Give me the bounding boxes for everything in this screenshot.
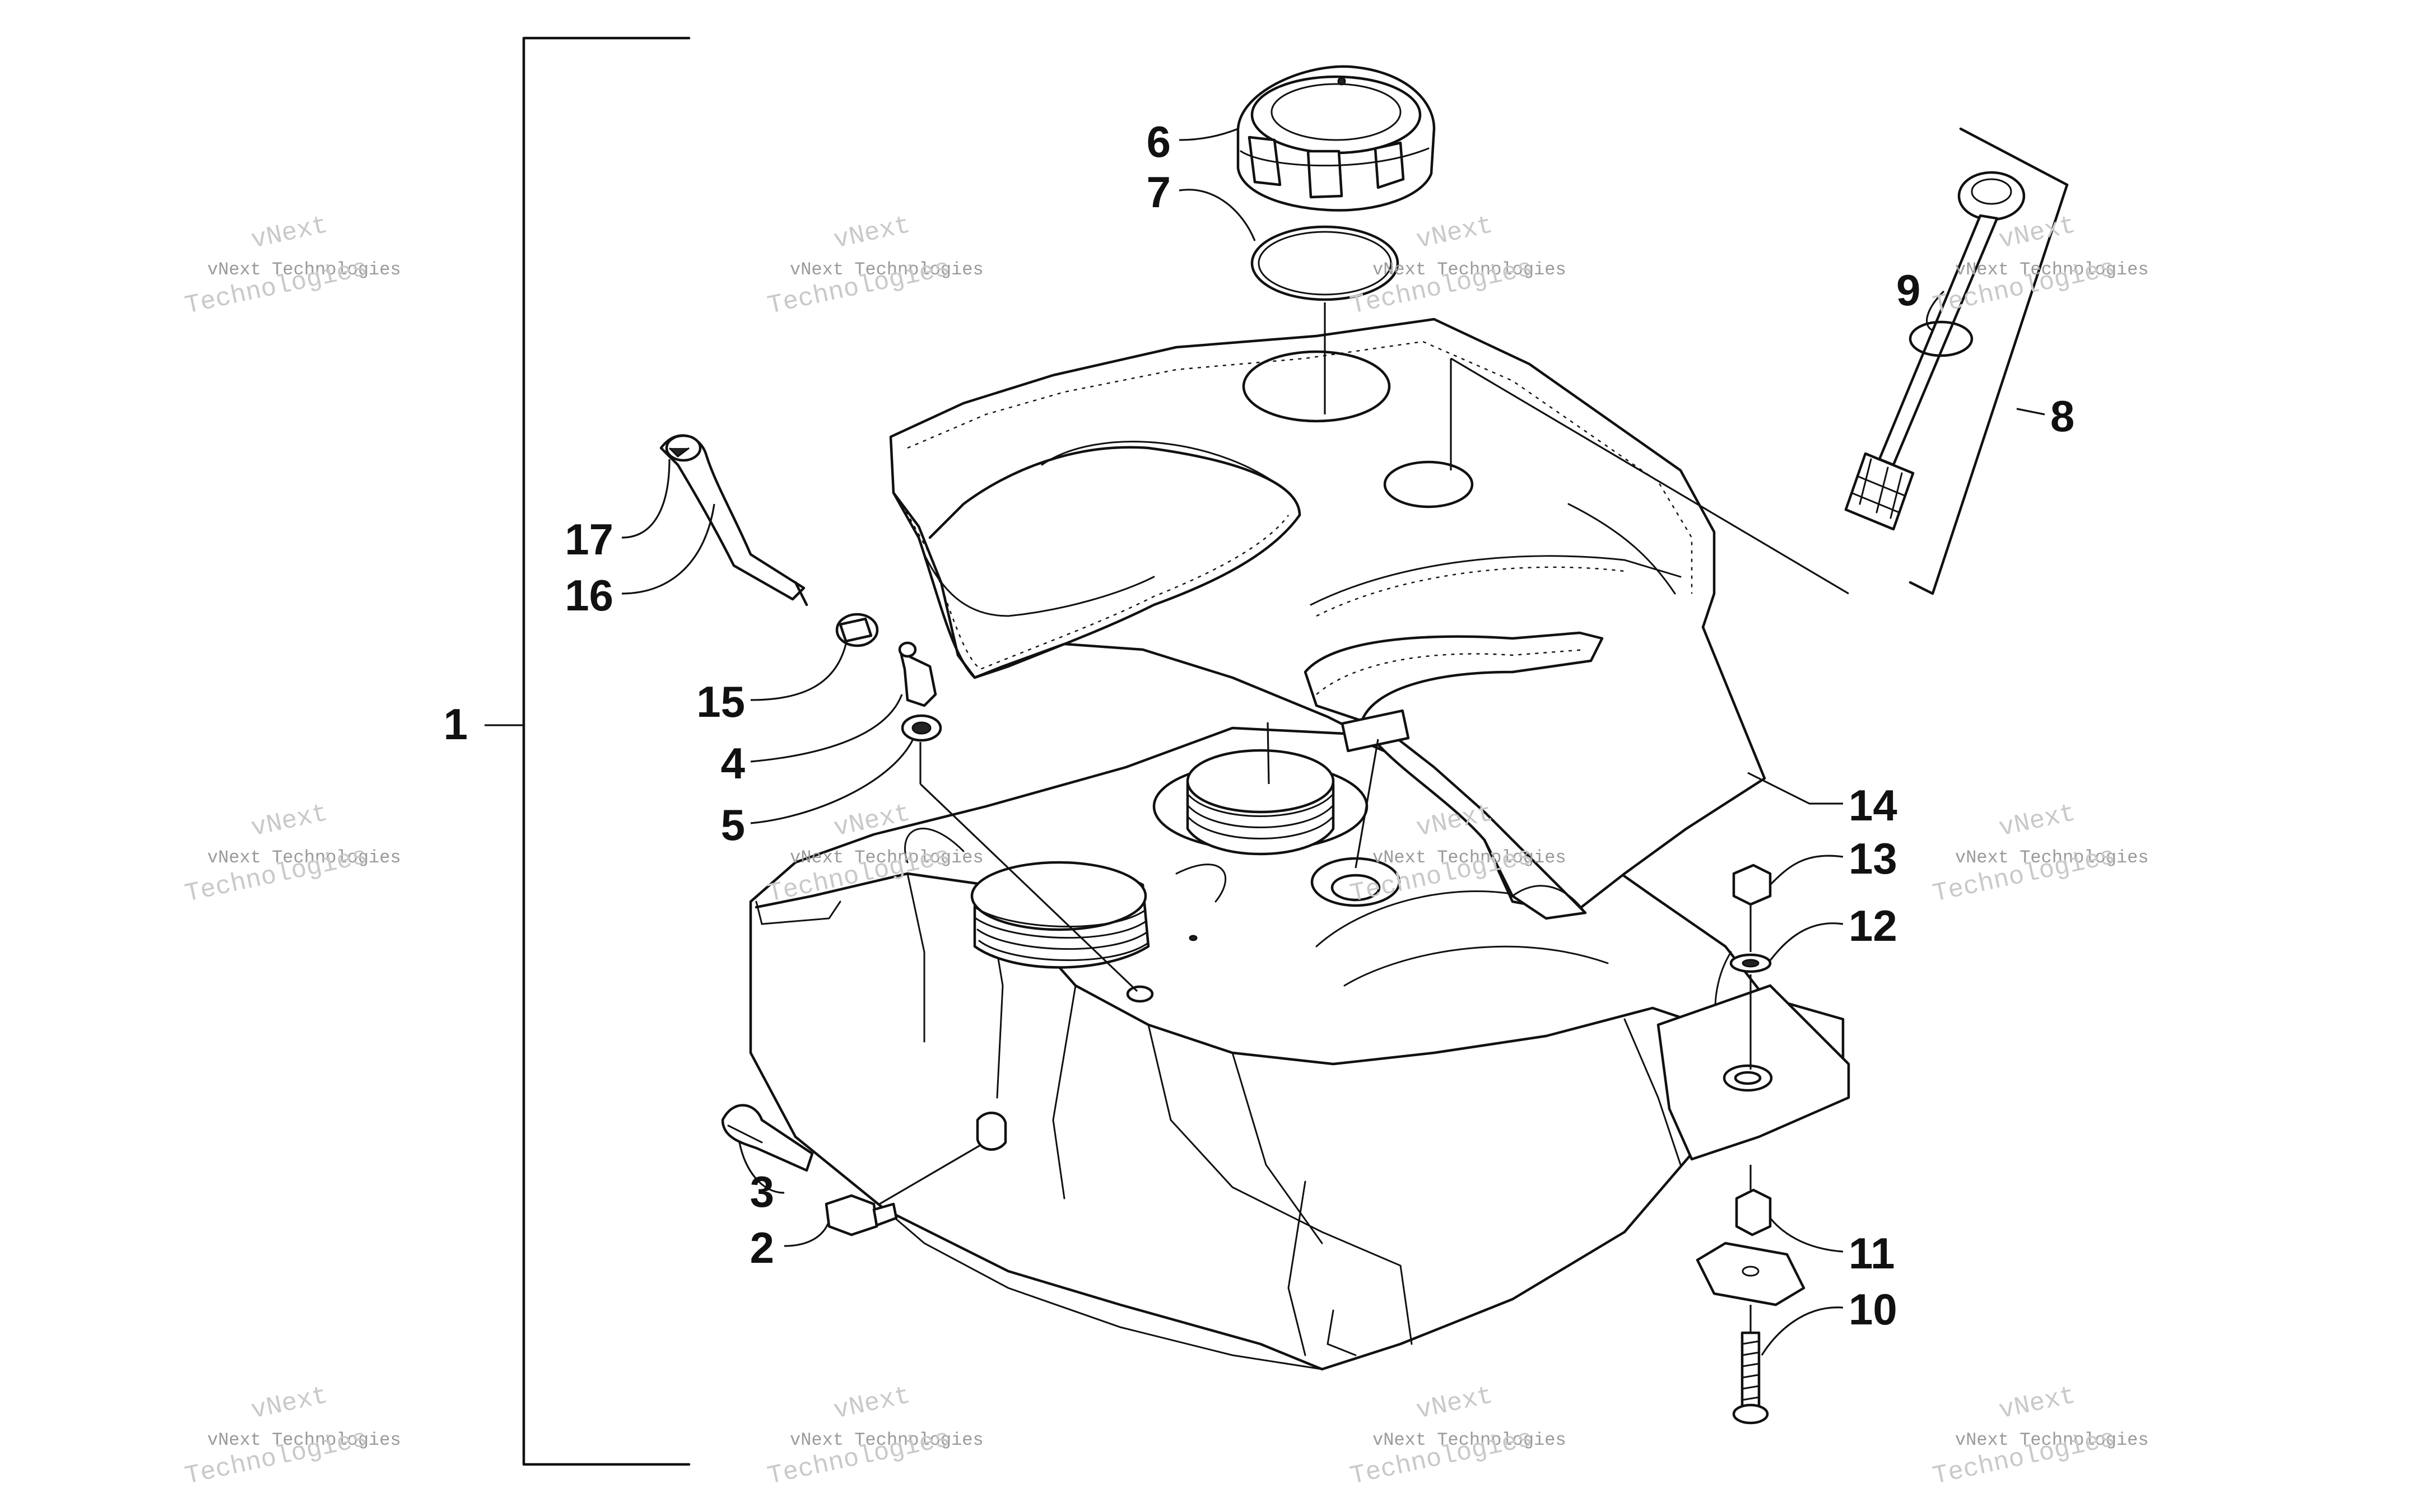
label-10: 10 [1849,1285,1897,1334]
vent-hose-assembly [659,434,942,742]
svg-text:vNext: vNext [1414,1381,1496,1426]
svg-text:vNext: vNext [831,1381,913,1426]
svg-text:vNext: vNext [1997,1381,2078,1426]
drain-plug [825,1112,1007,1236]
svg-text:vNext Technologies: vNext Technologies [207,847,401,868]
callout-leaders [621,128,2045,1356]
svg-text:vNext: vNext [831,211,913,255]
label-3: 3 [750,1167,774,1216]
assembly-lines [879,302,1849,1333]
fill-neck [904,828,1226,969]
watermark: vNext vNext Technologies Technologies [183,1381,401,1491]
svg-text:vNext Technologies: vNext Technologies [1955,1430,2149,1450]
watermark: vNext vNext Technologies Technologies [1348,1381,1566,1491]
watermark: vNext vNext Technologies Technologies [1348,211,1566,321]
label-15: 15 [696,677,745,726]
svg-text:vNext Technologies: vNext Technologies [1955,259,2149,280]
svg-text:vNext Technologies: vNext Technologies [790,847,984,868]
watermark: vNext vNext Technologies Technologies [765,211,984,321]
label-8: 8 [2050,391,2074,441]
label-11: 11 [1849,1229,1895,1278]
svg-text:vNext: vNext [249,799,331,843]
label-5: 5 [721,800,745,850]
label-16: 16 [565,571,613,620]
watermark: vNext vNext Technologies Technologies [183,799,401,909]
label-7: 7 [1147,167,1171,217]
mount-hardware [1696,864,1805,1425]
label-13: 13 [1849,834,1897,883]
callout-labels: 1 2 3 4 5 6 7 8 9 10 11 12 13 14 15 16 1… [444,117,2075,1334]
watermark: vNext vNext Technologies Technologies [1930,799,2149,909]
svg-text:vNext Technologies: vNext Technologies [207,259,401,280]
watermark: vNext vNext Technologies Technologies [183,211,401,321]
svg-text:vNext: vNext [249,1381,331,1426]
tank-cover [889,318,1766,920]
o-ring-cap [1250,225,1399,301]
label-12: 12 [1849,901,1897,950]
svg-text:vNext Technologies: vNext Technologies [1955,847,2149,868]
gas-cap [1236,65,1436,212]
label-4: 4 [721,739,745,788]
rear-fill-neck [1152,749,1401,907]
label-2: 2 [750,1223,774,1272]
svg-text:vNext Technologies: vNext Technologies [207,1430,401,1450]
svg-text:vNext Technologies: vNext Technologies [790,259,984,280]
svg-text:vNext: vNext [249,211,331,255]
label-1: 1 [444,699,468,749]
svg-text:vNext: vNext [1414,211,1496,255]
svg-text:vNext Technologies: vNext Technologies [790,1430,984,1450]
label-14: 14 [1849,781,1897,830]
label-17: 17 [565,515,613,564]
label-6: 6 [1147,117,1171,166]
watermark: vNext vNext Technologies Technologies [1930,211,2149,321]
svg-text:vNext: vNext [1997,799,2078,843]
svg-text:vNext Technologies: vNext Technologies [1372,847,1566,868]
assembly-bracket [485,36,691,1466]
strap [721,1104,814,1172]
watermark: vNext vNext Technologies Technologies [1930,1381,2149,1491]
label-9: 9 [1896,265,1920,315]
svg-text:vNext Technologies: vNext Technologies [1372,259,1566,280]
svg-text:vNext Technologies: vNext Technologies [1372,1430,1566,1450]
fuel-sender [1844,127,2069,595]
watermark: vNext vNext Technologies Technologies [765,1381,984,1491]
